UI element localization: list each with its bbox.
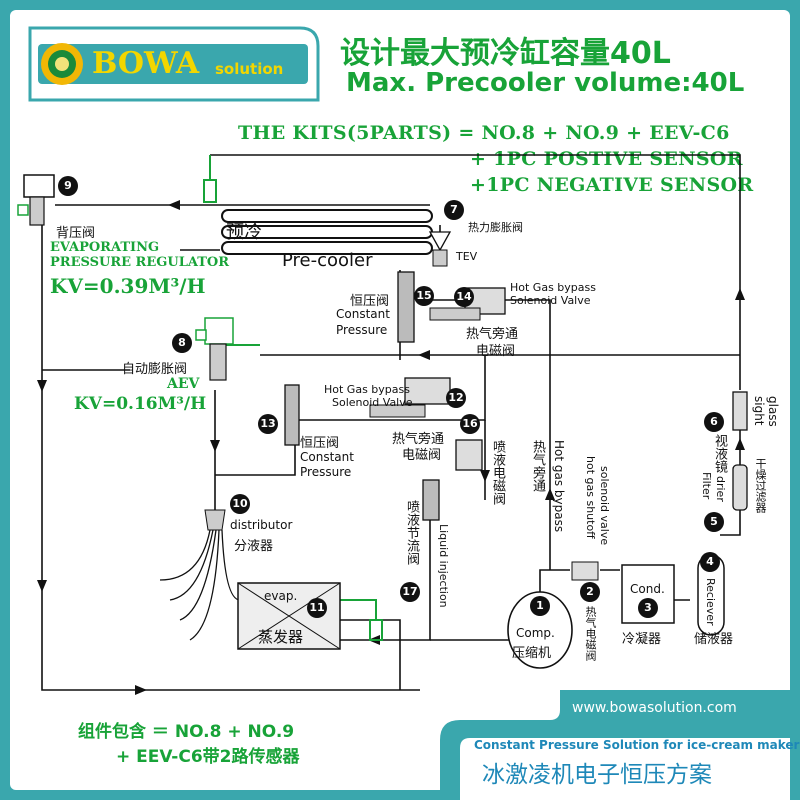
badge-15: 15 xyxy=(414,286,434,306)
logo-sub: solution xyxy=(215,60,284,78)
title-en: Max. Precooler volume:40L xyxy=(346,68,745,98)
c12-en1: Hot Gas bypass xyxy=(324,383,410,396)
c6-cn: 视液镜 xyxy=(712,434,727,473)
c15-en1: Constant xyxy=(336,307,390,321)
badge-6: 6 xyxy=(704,412,724,432)
c9-cn: 背压阀 xyxy=(56,226,96,241)
c4-cn: 储液器 xyxy=(694,632,734,647)
badge-11: 11 xyxy=(307,598,327,618)
c15-cn: 恒压阀 xyxy=(350,294,390,309)
c11-en: evap. xyxy=(264,589,298,603)
c16-cn: 喷液电磁阀 xyxy=(490,440,505,505)
badge-9: 9 xyxy=(58,176,78,196)
badge-2: 2 xyxy=(580,582,600,602)
hotgas-cn: 热气旁通 xyxy=(530,440,545,492)
logo-word: BOWA xyxy=(92,46,200,81)
badge-13: 13 xyxy=(258,414,278,434)
c2-en2: solenoid valve xyxy=(598,466,611,546)
c17-cn: 喷液节流阀 xyxy=(404,500,419,565)
c8-en: AEV xyxy=(167,376,200,392)
badge-1: 1 xyxy=(530,596,550,616)
badge-12: 12 xyxy=(446,388,466,408)
kits-line-2: + 1PC POSTIVE SENSOR xyxy=(470,148,743,170)
c15-en2: Pressure xyxy=(336,323,388,337)
c9-en2: PRESSURE REGULATOR xyxy=(50,255,230,270)
badge-8: 8 xyxy=(172,333,192,353)
precooler-cn: 预冷 xyxy=(226,222,262,243)
c6-en2: glass xyxy=(766,396,780,427)
c9-kv: KV=0.39M³/H xyxy=(50,274,206,298)
badge-3: 3 xyxy=(638,598,658,618)
footer-kit-line-2: + EEV-C6带2路传感器 xyxy=(116,747,300,767)
c1-en: Comp. xyxy=(516,626,555,640)
c12-en2: Solenoid Valve xyxy=(332,396,413,409)
c10-cn: 分液器 xyxy=(234,539,274,554)
c14-cn2: 电磁阀 xyxy=(476,344,516,359)
c14-en1: Hot Gas bypass xyxy=(510,281,596,294)
c14-en2: Solenoid Valve xyxy=(510,294,591,307)
c11-cn: 蒸发器 xyxy=(258,628,304,646)
footer-solution-cn: 冰激凌机电子恒压方案 xyxy=(482,762,712,788)
c13-cn: 恒压阀 xyxy=(300,436,340,451)
badge-16: 16 xyxy=(460,414,480,434)
c13-en2: Pressure xyxy=(300,465,352,479)
footer-band xyxy=(440,690,800,800)
badge-4: 4 xyxy=(700,552,720,572)
c14-cn1: 热气旁通 xyxy=(466,327,519,342)
c5-en2: drier xyxy=(714,476,727,502)
c10-en: distributor xyxy=(230,518,293,532)
precooler-en: Pre-cooler xyxy=(282,250,373,271)
badge-14: 14 xyxy=(454,287,474,307)
c5-en1: Filter xyxy=(700,472,713,500)
hotgas-en: Hot gas bypass xyxy=(552,440,566,533)
c4-en: Reciever xyxy=(704,578,717,626)
badge-10: 10 xyxy=(230,494,250,514)
c12-cn1: 热气旁通 xyxy=(392,432,445,447)
c8-cn: 自动膨胀阀 xyxy=(122,362,188,377)
c13-en1: Constant xyxy=(300,450,354,464)
c3-en: Cond. xyxy=(630,582,665,596)
c7-en: TEV xyxy=(456,250,478,263)
badge-5: 5 xyxy=(704,512,724,532)
c1-cn: 压缩机 xyxy=(512,646,552,661)
footer-kit-line-1: 组件包含 ＝ NO.8 + NO.9 xyxy=(78,722,295,742)
badge-7: 7 xyxy=(444,200,464,220)
c8-kv: KV=0.16M³/H xyxy=(74,394,207,414)
c9-en1: EVAPORATING xyxy=(50,240,160,255)
badge-17: 17 xyxy=(400,582,420,602)
sunflower-logo-icon xyxy=(41,43,83,85)
c7-cn: 热力膨胀阀 xyxy=(468,221,523,234)
c12-cn2: 电磁阀 xyxy=(402,448,442,463)
c6-en1: sight xyxy=(752,396,766,426)
c2-en1: hot gas shutoff xyxy=(584,456,597,539)
title-cn: 设计最大预冷缸容量40L xyxy=(340,36,671,71)
kits-line-1: THE KITS(5PARTS) = NO.8 + NO.9 + EEV-C6 xyxy=(238,122,730,144)
c3-cn: 冷凝器 xyxy=(622,632,662,647)
footer-solution-en: Constant Pressure Solution for ice-cream… xyxy=(474,738,800,752)
c5-cn: 干燥过滤器 xyxy=(754,458,767,513)
c2-cn: 热气电磁阀 xyxy=(584,606,597,661)
footer-url[interactable]: www.bowasolution.com xyxy=(572,700,737,716)
kits-line-3: +1PC NEGATIVE SENSOR xyxy=(470,174,754,196)
c17-en: Liquid injection xyxy=(437,524,450,608)
